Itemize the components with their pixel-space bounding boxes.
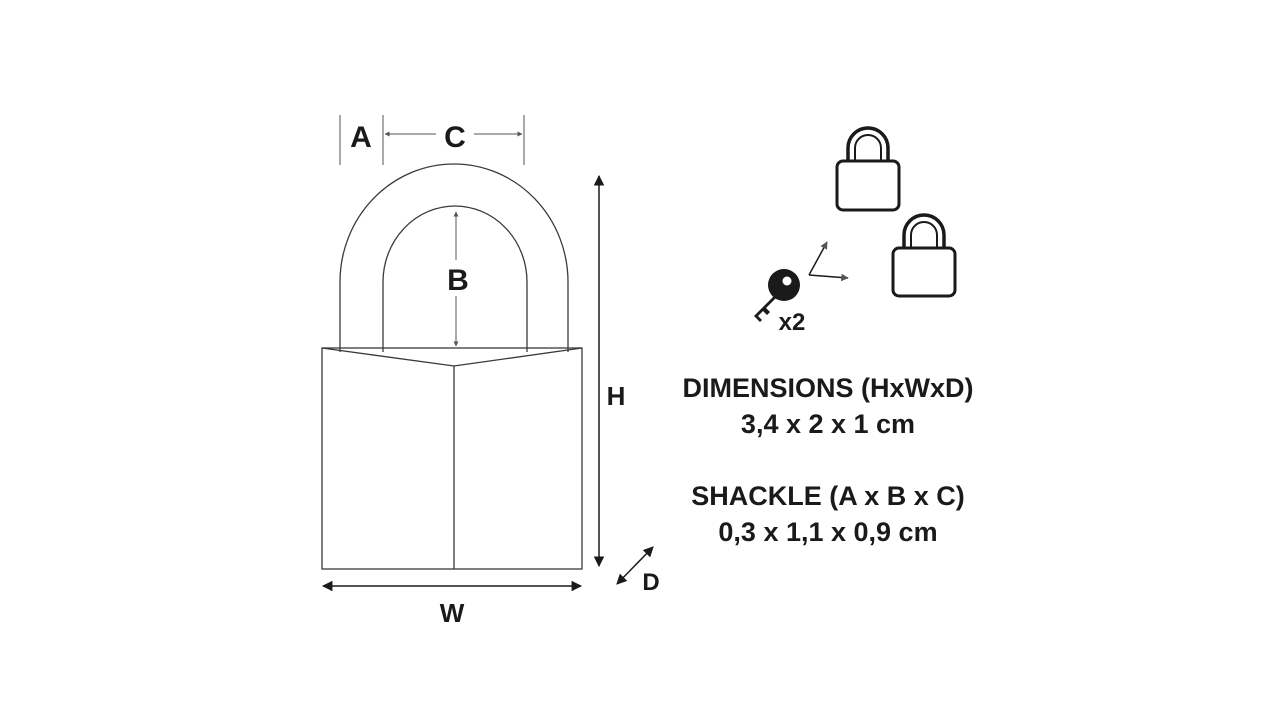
- key-count: x2: [779, 309, 806, 336]
- padlock-body: [321, 347, 583, 570]
- label-h: H: [607, 381, 626, 411]
- shackle-width-dimension: [339, 115, 525, 165]
- dimensions-spec: DIMENSIONS (HxWxD) 3,4 x 2 x 1 cm: [628, 370, 1028, 442]
- label-a: A: [350, 121, 372, 154]
- shackle-spec: SHACKLE (A x B x C) 0,3 x 1,1 x 0,9 cm: [628, 478, 1028, 550]
- shackle-value: 0,3 x 1,1 x 0,9 cm: [718, 517, 938, 547]
- label-c: C: [444, 121, 466, 154]
- key-to-padlock-arrows: [808, 241, 849, 282]
- padlock-icon: [891, 213, 957, 298]
- label-b: B: [447, 264, 469, 297]
- shackle-heading: SHACKLE (A x B x C): [691, 481, 965, 511]
- label-w: W: [440, 598, 465, 628]
- padlock-shackle: [339, 163, 569, 352]
- dimensions-value: 3,4 x 2 x 1 cm: [740, 409, 916, 439]
- key-icon: [754, 269, 800, 322]
- padlock-icon: [835, 126, 901, 212]
- depth-dimension-arrow: [616, 546, 654, 585]
- dimensions-heading: DIMENSIONS (HxWxD): [682, 373, 974, 403]
- label-d: D: [642, 569, 659, 596]
